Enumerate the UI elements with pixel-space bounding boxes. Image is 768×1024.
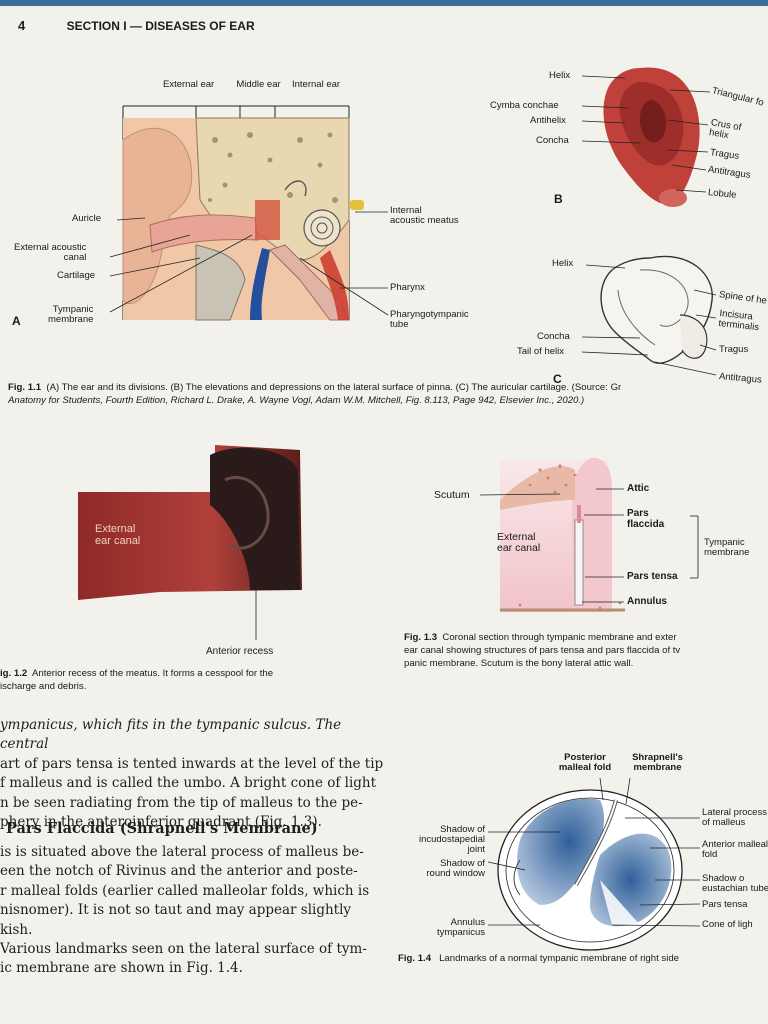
fig14-caption-text: Landmarks of a normal tympanic membrane … — [439, 953, 680, 964]
label-scutum: Scutum — [434, 489, 470, 501]
fig12-caption: ig. 1.2 Anterior recess of the meatus. I… — [0, 668, 385, 680]
label-b-concha: Concha — [536, 135, 569, 146]
fig11-caption-text: (A) The ear and its divisions. (B) The e… — [46, 382, 622, 393]
label-shrapnells-membrane: Shrapnell's membrane — [632, 752, 683, 773]
body-para1-line: phery in the anteroinferior quadrant (Fi… — [0, 814, 322, 831]
label-middle-ear: Middle ear — [236, 79, 281, 90]
label-anterior-malleal-fold: Anterior malleal fold — [702, 839, 768, 860]
label-shadow-eustachian: Shadow o eustachian tube — [702, 873, 768, 894]
body-para2-line: is is situated above the lateral process… — [0, 844, 364, 860]
label-annulus: Annulus — [627, 596, 667, 607]
label-cymba-conchae: Cymba conchae — [490, 100, 559, 111]
label-fig13-tympanic-membrane: Tympanic membrane — [704, 537, 750, 558]
fig11a-letter: A — [12, 314, 21, 328]
label-pars-tensa: Pars tensa — [627, 571, 678, 582]
label-pars-flaccida: Pars flaccida — [627, 508, 665, 530]
fig11-caption: Fig. 1.1 (A) The ear and its divisions. … — [8, 382, 766, 394]
fig11-caption-label: Fig. 1.1 — [8, 382, 42, 393]
label-external-ear-canal: External ear canal — [497, 531, 541, 555]
running-header: 4 SECTION I — DISEASES OF EAR — [18, 18, 255, 33]
label-tail-of-helix: Tail of helix — [517, 346, 564, 357]
fig11c-letter: C — [553, 372, 562, 386]
fig13-caption-line1: Coronal section through tympanic membran… — [442, 632, 677, 643]
section-title: SECTION I — DISEASES OF EAR — [66, 19, 255, 33]
label-cone-of-light: Cone of ligh — [702, 919, 753, 930]
label-fig14-pars-tensa: Pars tensa — [702, 899, 748, 910]
label-auricle: Auricle — [72, 213, 102, 224]
fig12-caption-line2: ischarge and debris. — [0, 681, 87, 692]
label-annulus-tympanicus: Annulus tympanicus — [436, 917, 485, 938]
body-para1-line: f malleus and is called the umbo. A brig… — [0, 775, 377, 792]
page-top-band — [0, 0, 768, 6]
fig11b-letter: B — [554, 192, 563, 206]
fig12-caption-text: Anterior recess of the meatus. It forms … — [32, 668, 274, 679]
body-para2-line: ic membrane are shown in Fig. 1.4. — [0, 960, 243, 977]
body-para1: ympanicus, which fits in the tympanic su… — [0, 716, 390, 832]
label-anterior-recess: Anterior recess — [206, 646, 274, 657]
body-para2-line: een the notch of Rivinus and the anterio… — [0, 863, 358, 880]
body-para2-line: nisnomer). It is not so taut and may app… — [0, 902, 352, 919]
label-posterior-malleal-fold: Posterior malleal fold — [558, 752, 612, 773]
fig13-caption-line2: ear canal showing structures of pars ten… — [404, 645, 681, 656]
fig11-caption-source: Anatomy for Students, Fourth Edition, Ri… — [8, 395, 585, 406]
fig13-caption-line3: panic membrane. Scutum is the bony later… — [404, 658, 634, 669]
label-internal-acoustic-meatus: Internal acoustic meatus — [390, 205, 459, 226]
body-para1-line: n be seen radiating from the tip of mall… — [0, 794, 363, 811]
label-pharyngotympanic-tube: Pharyngotympanic tube — [390, 309, 469, 330]
label-c-helix: Helix — [552, 258, 574, 269]
fig13-caption-label: Fig. 1.3 — [404, 632, 438, 643]
label-external-acoustic-canal: External acoustic canal — [14, 242, 87, 263]
label-c-tragus: Tragus — [719, 344, 749, 355]
page-number: 4 — [18, 18, 26, 33]
label-pharynx: Pharynx — [390, 282, 425, 293]
label-external-ear: External ear — [163, 79, 215, 90]
fig13-caption: Fig. 1.3 Coronal section through tympani… — [404, 632, 768, 644]
label-lateral-process: Lateral process of malleus — [702, 807, 767, 828]
body-para2: is is situated above the lateral process… — [0, 843, 390, 979]
fig14-caption: Fig. 1.4 Landmarks of a normal tympanic … — [398, 953, 768, 965]
fig12-caption-label: ig. 1.2 — [0, 668, 28, 679]
label-b-helix: Helix — [549, 70, 571, 81]
label-antihelix: Antihelix — [530, 115, 566, 126]
body-para2-line: r malleal folds (earlier called malleola… — [0, 882, 370, 899]
label-cartilage: Cartilage — [57, 270, 96, 281]
body-para1-line: ympanicus, which fits in the tympanic su… — [0, 717, 342, 753]
subheading-pars-flaccida: Pars Flaccida (Shrapnell's Membrane) — [6, 820, 318, 837]
body-para2-line: Various landmarks seen on the lateral su… — [0, 941, 367, 958]
label-tympanic-membrane: Tympanic membrane — [48, 304, 94, 325]
fig14-caption-label: Fig. 1.4 — [398, 953, 432, 964]
label-c-concha: Concha — [537, 331, 570, 342]
label-shadow-round-window: Shadow of round window — [426, 858, 485, 879]
label-shadow-incudostapedial: Shadow of incudostapedial joint — [418, 824, 485, 855]
label-attic: Attic — [627, 483, 650, 494]
fig12-image-label: External ear canal — [95, 523, 141, 547]
label-internal-ear: Internal ear — [292, 79, 341, 90]
body-para1-line: art of pars tensa is tented inwards at t… — [0, 755, 384, 772]
body-para2-line: kish. — [0, 921, 33, 938]
